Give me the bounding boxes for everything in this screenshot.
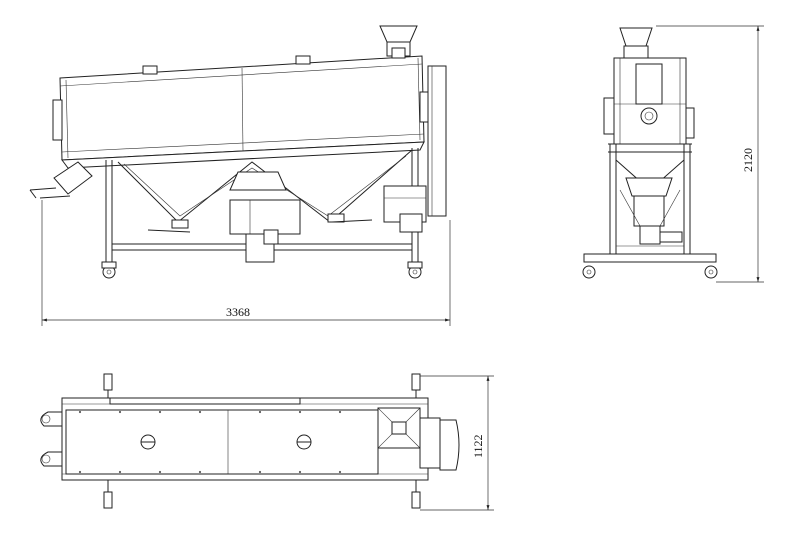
base-frame xyxy=(583,253,717,263)
caster-wheel xyxy=(103,491,113,509)
feed-hopper xyxy=(619,27,653,47)
side-view xyxy=(29,25,447,279)
center-hopper xyxy=(229,171,287,191)
height-label: 2120 xyxy=(741,148,755,172)
caster-wheel xyxy=(411,373,421,391)
top-port xyxy=(142,65,158,75)
handle xyxy=(40,411,62,427)
feed-hopper xyxy=(379,25,418,43)
handle xyxy=(40,451,62,467)
top-port xyxy=(295,55,311,65)
caster-wheel xyxy=(704,265,718,279)
width-dimension: 1122 xyxy=(420,375,494,511)
motor-top xyxy=(439,419,460,471)
caster-wheel xyxy=(411,491,421,509)
caster-wheel xyxy=(103,373,113,391)
discharge-chute xyxy=(53,161,93,195)
caster-wheel xyxy=(582,265,596,279)
blower-motor xyxy=(633,195,665,227)
blower-motor xyxy=(229,199,301,235)
bearing xyxy=(640,107,658,125)
drum-top xyxy=(65,409,379,475)
length-dimension: 3368 xyxy=(41,200,451,326)
height-dimension: 2120 xyxy=(656,25,764,283)
length-label: 3368 xyxy=(226,305,250,319)
top-view xyxy=(40,373,460,509)
end-view xyxy=(582,27,718,279)
width-label: 1122 xyxy=(471,434,485,458)
side-panel xyxy=(427,65,447,217)
